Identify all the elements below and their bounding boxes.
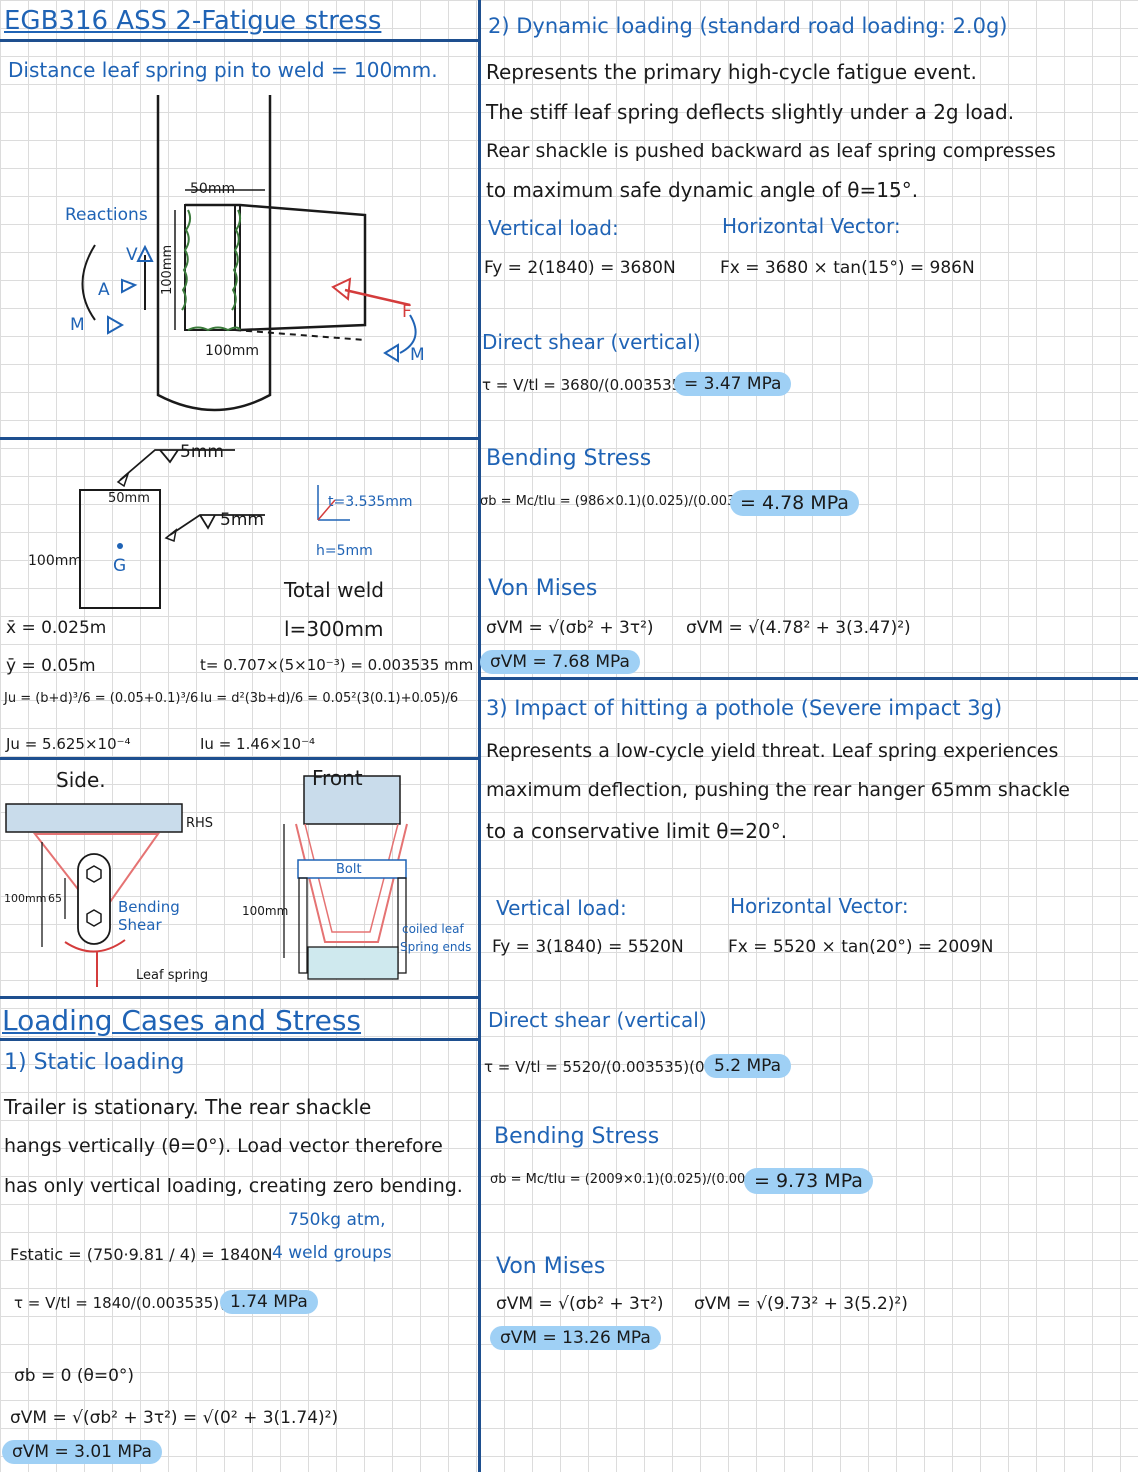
dynamic-fy: Fy = 2(1840) = 3680N: [484, 258, 676, 278]
loading-title: Loading Cases and Stress: [2, 1004, 362, 1037]
ju-formula: Ju = (b+d)³/6 = (0.05+0.1)³/6: [4, 691, 199, 706]
dynamic-p3: Rear shackle is pushed backward as leaf …: [486, 140, 1056, 162]
impact-p3: to a conservative limit θ=20°.: [486, 819, 788, 843]
divider-left-1: [0, 437, 478, 440]
impact-fy: Fy = 3(1840) = 5520N: [492, 937, 684, 957]
iu-value: Iu = 1.46×10⁻⁴: [200, 735, 316, 753]
a-label: A: [98, 280, 110, 300]
coiled-label: coiled leaf: [402, 922, 464, 936]
loading-underline: [0, 1038, 478, 1041]
dynamic-p4: to maximum safe dynamic angle of θ=15°.: [486, 178, 919, 202]
height-100-label: 100mm: [160, 244, 175, 295]
divider-left-3: [0, 996, 478, 999]
shear-label: Shear: [118, 916, 162, 934]
d-dim-label: 100mm: [28, 553, 82, 569]
dynamic-bending-title: Bending Stress: [486, 446, 652, 471]
dynamic-tau-result: = 3.47 MPa: [674, 372, 792, 396]
static-tau-calc: τ = V/tl = 1840/(0.003535)(0.3) =: [14, 1294, 273, 1312]
dynamic-vm-title: Von Mises: [488, 576, 598, 601]
ju-value: Ju = 5.625×10⁻⁴: [6, 735, 131, 753]
impact-tau-result: 5.2 MPa: [704, 1054, 792, 1078]
iu-formula: Iu = d²(3b+d)/6 = 0.05²(3(0.1)+0.05)/6: [200, 691, 459, 706]
dynamic-shear-title: Direct shear (vertical): [482, 330, 701, 354]
v-label: V: [126, 245, 138, 265]
weld-leg-label-1: 5mm: [180, 442, 224, 462]
y-bar: ȳ = 0.05m: [6, 656, 96, 676]
side-100mm-label: 100mm: [4, 892, 47, 905]
side-65-label: 65: [48, 892, 62, 905]
dynamic-vm-result: σVM = 7.68 MPa: [480, 650, 640, 674]
static-bending: σb = 0 (θ=0°): [14, 1366, 135, 1386]
title-underline: [0, 39, 478, 42]
static-p2: hangs vertically (θ=0°). Load vector the…: [4, 1135, 443, 1157]
impact-title: 3) Impact of hitting a pothole (Severe i…: [486, 696, 1003, 720]
impact-horizontal-label: Horizontal Vector:: [730, 894, 909, 918]
rhs-label: RHS: [186, 816, 214, 831]
impact-p1: Represents a low-cycle yield threat. Lea…: [486, 740, 1059, 762]
impact-vm-1: σVM = √(σb² + 3τ²): [496, 1294, 664, 1314]
impact-shear-title: Direct shear (vertical): [488, 1008, 707, 1032]
impact-vertical-label: Vertical load:: [496, 896, 627, 920]
m-label: M: [70, 315, 85, 335]
bending-label: Bending: [118, 898, 180, 916]
static-p3: has only vertical loading, creating zero…: [4, 1175, 463, 1197]
front-view-title: Front: [312, 766, 363, 790]
front-100mm-label: 100mm: [242, 904, 289, 918]
dynamic-vm-1: σVM = √(σb² + 3τ²): [486, 618, 654, 638]
impact-fx: Fx = 5520 × tan(20°) = 2009N: [728, 937, 994, 957]
weld-geometry-diagram: [79, 449, 350, 609]
dynamic-title: 2) Dynamic loading (standard road loadin…: [488, 14, 1008, 38]
leg-size-label: h=5mm: [316, 543, 373, 559]
width-50-label: 50mm: [190, 181, 236, 197]
impact-vm-2: σVM = √(9.73² + 3(5.2)²): [694, 1294, 908, 1314]
impact-vm-result: σVM = 13.26 MPa: [490, 1326, 661, 1350]
side-front-diagram: [5, 775, 408, 987]
throat-label: t=3.535mm: [328, 494, 413, 510]
impact-sb-result: = 9.73 MPa: [744, 1168, 873, 1194]
f-label: F: [402, 302, 412, 322]
total-weld-label: Total weld: [284, 578, 384, 602]
m2-label: M: [410, 345, 425, 365]
distance-note: Distance leaf spring pin to weld = 100mm…: [8, 58, 438, 82]
impact-tau-calc: τ = V/tl = 5520/(0.003535)(0.3) =: [484, 1058, 743, 1076]
weld-reaction-diagram: [81, 95, 417, 412]
fstatic-calc: Fstatic = (750·9.81 / 4) = 1840N: [10, 1245, 273, 1264]
depth-100-label: 100mm: [205, 343, 259, 359]
dynamic-tau-calc: τ = V/tl = 3680/(0.003535)(0.3): [482, 376, 723, 394]
static-vm-calc: σVM = √(σb² + 3τ²) = √(0² + 3(1.74)²): [10, 1408, 339, 1428]
throat-calc: t= 0.707×(5×10⁻³) = 0.003535 mm: [200, 656, 474, 674]
dynamic-p2: The stiff leaf spring deflects slightly …: [486, 100, 1015, 124]
static-note-1: 750kg atm,: [288, 1210, 386, 1230]
dynamic-horizontal-label: Horizontal Vector:: [722, 214, 901, 238]
ends-label: Spring ends: [400, 940, 472, 954]
weld-leg-label-2: 5mm: [220, 510, 264, 530]
impact-vm-title: Von Mises: [496, 1254, 606, 1279]
dynamic-fx: Fx = 3680 × tan(15°) = 986N: [720, 258, 975, 278]
leaf-spring-label: Leaf spring: [136, 968, 209, 983]
static-note-2: 4 weld groups: [272, 1243, 392, 1263]
page-title: EGB316 ASS 2-Fatigue stress: [4, 6, 382, 36]
x-bar: x̄ = 0.025m: [6, 618, 107, 638]
center-divider: [478, 0, 481, 1472]
dynamic-vertical-label: Vertical load:: [488, 216, 619, 240]
dynamic-p1: Represents the primary high-cycle fatigu…: [486, 60, 977, 84]
impact-bending-title: Bending Stress: [494, 1124, 660, 1149]
divider-left-2: [0, 757, 478, 760]
impact-p2: maximum deflection, pushing the rear han…: [486, 779, 1070, 801]
static-title: 1) Static loading: [4, 1050, 185, 1075]
weld-length: l=300mm: [284, 617, 384, 641]
static-p1: Trailer is stationary. The rear shackle: [4, 1095, 372, 1119]
b-dim-label: 50mm: [108, 491, 150, 506]
reactions-label: Reactions: [65, 205, 148, 225]
static-vm-result: σVM = 3.01 MPa: [2, 1440, 162, 1464]
dynamic-vm-2: σVM = √(4.78² + 3(3.47)²): [686, 618, 911, 638]
static-tau-result: 1.74 MPa: [220, 1290, 318, 1314]
dynamic-sb-result: = 4.78 MPa: [730, 490, 859, 516]
centroid-label: G: [113, 556, 127, 576]
divider-right-1: [478, 677, 1138, 680]
side-view-title: Side.: [56, 768, 106, 792]
bolt-label: Bolt: [336, 862, 362, 877]
